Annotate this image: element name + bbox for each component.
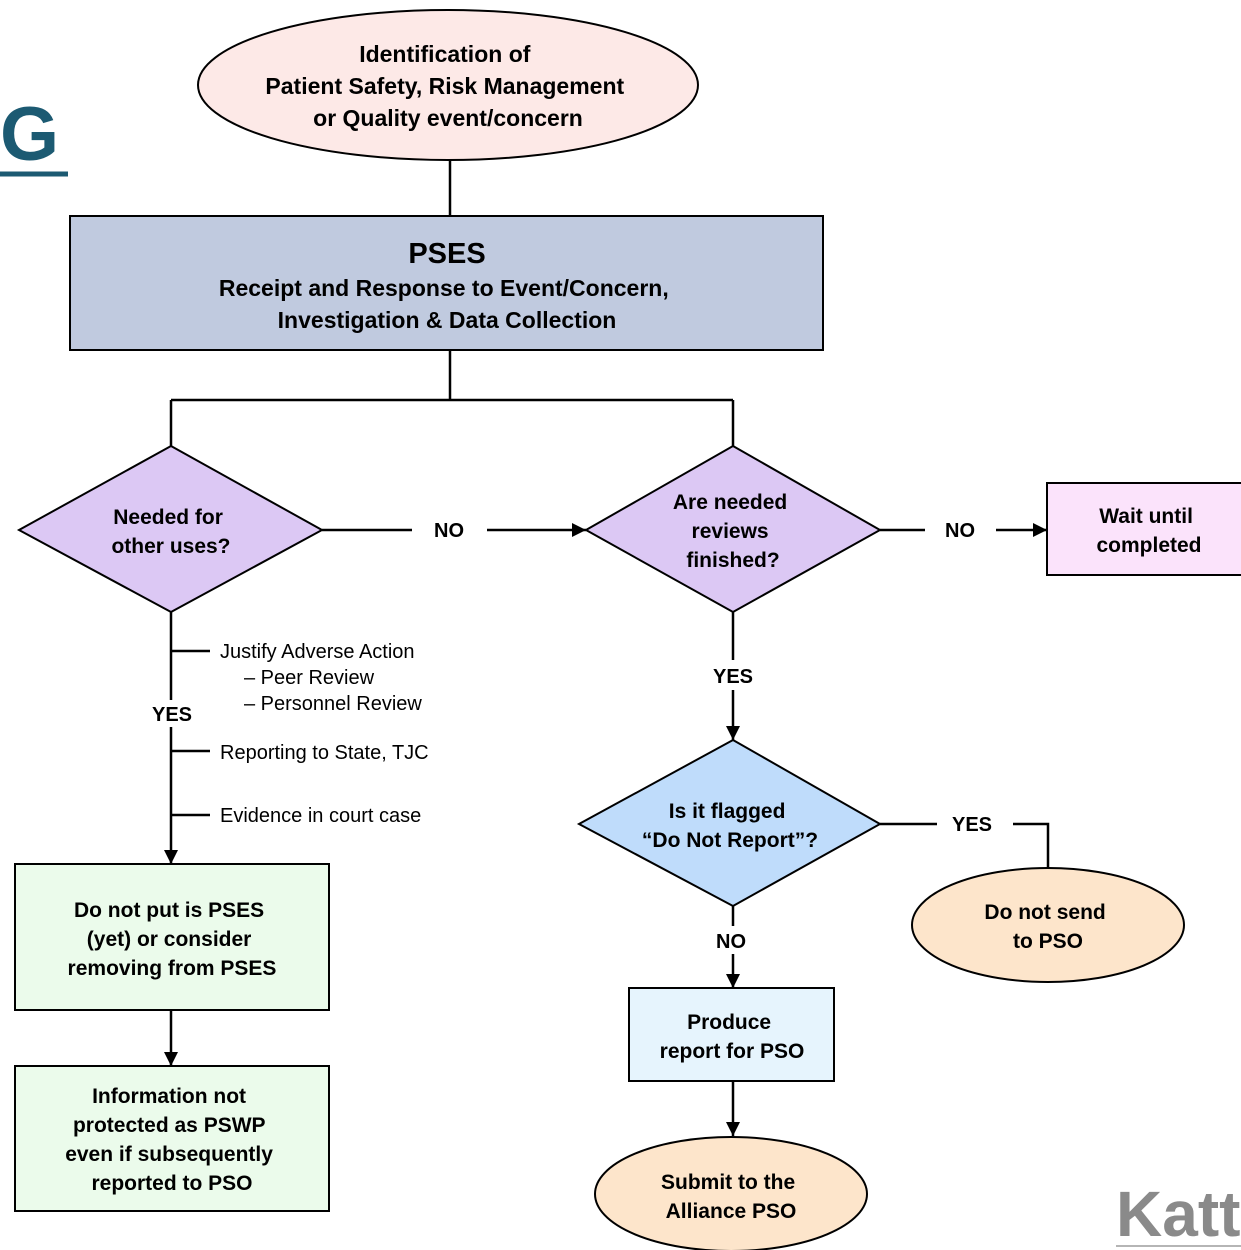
reviews-diamond [583, 444, 883, 614]
reviews-text: Are needed reviews finished? [673, 491, 793, 572]
wait-text: Wait until completed [1096, 505, 1201, 557]
wait-box [1046, 482, 1241, 576]
partial-heading-text: G [0, 92, 59, 177]
partial-logo-text: Katt [1116, 1178, 1240, 1250]
start-text: Identification of Patient Safety, Risk M… [265, 41, 630, 131]
submit-ellipse [594, 1136, 868, 1250]
other-use-peer-review: – Peer Review [244, 667, 375, 689]
pses-title: PSES [408, 238, 485, 270]
start-ellipse [197, 9, 699, 161]
pses-box [69, 215, 824, 351]
other-use-reporting: Reporting to State, TJC [220, 742, 429, 764]
other-use-personnel-review: – Personnel Review [244, 693, 422, 715]
pses-text: Receipt and Response to Event/Concern, I… [219, 275, 675, 333]
connector-yes-right-b [1013, 822, 1050, 868]
do-not-put-box [14, 863, 330, 1011]
other-use-evidence: Evidence in court case [220, 805, 421, 827]
other-use-justify: Justify Adverse Action [220, 641, 415, 663]
produce-report-box [628, 987, 835, 1082]
not-protected-box [14, 1065, 330, 1212]
connectors [164, 160, 1050, 1136]
flagged-text: Is it flagged “Do Not Report”? [642, 800, 818, 852]
submit-text: Submit to the Alliance PSO [661, 1171, 801, 1223]
edge-label-no-3: NO [716, 931, 746, 953]
do-not-send-text: Do not send to PSO [984, 901, 1111, 953]
edge-label-yes-mid: YES [713, 666, 753, 688]
edge-label-no-1: NO [434, 520, 464, 542]
do-not-send-ellipse [911, 867, 1185, 983]
produce-report-text: Produce report for PSO [660, 1011, 805, 1063]
other-uses-text: Needed for other uses? [111, 506, 230, 558]
edge-label-yes-left: YES [152, 704, 192, 726]
edge-label-yes-right: YES [952, 814, 992, 836]
other-uses-diamond [16, 444, 325, 614]
flagged-diamond [576, 738, 883, 908]
not-protected-text: Information not protected as PSWP even i… [65, 1085, 279, 1195]
edge-label-no-2: NO [945, 520, 975, 542]
do-not-put-text: Do not put is PSES (yet) or consider rem… [68, 899, 277, 980]
